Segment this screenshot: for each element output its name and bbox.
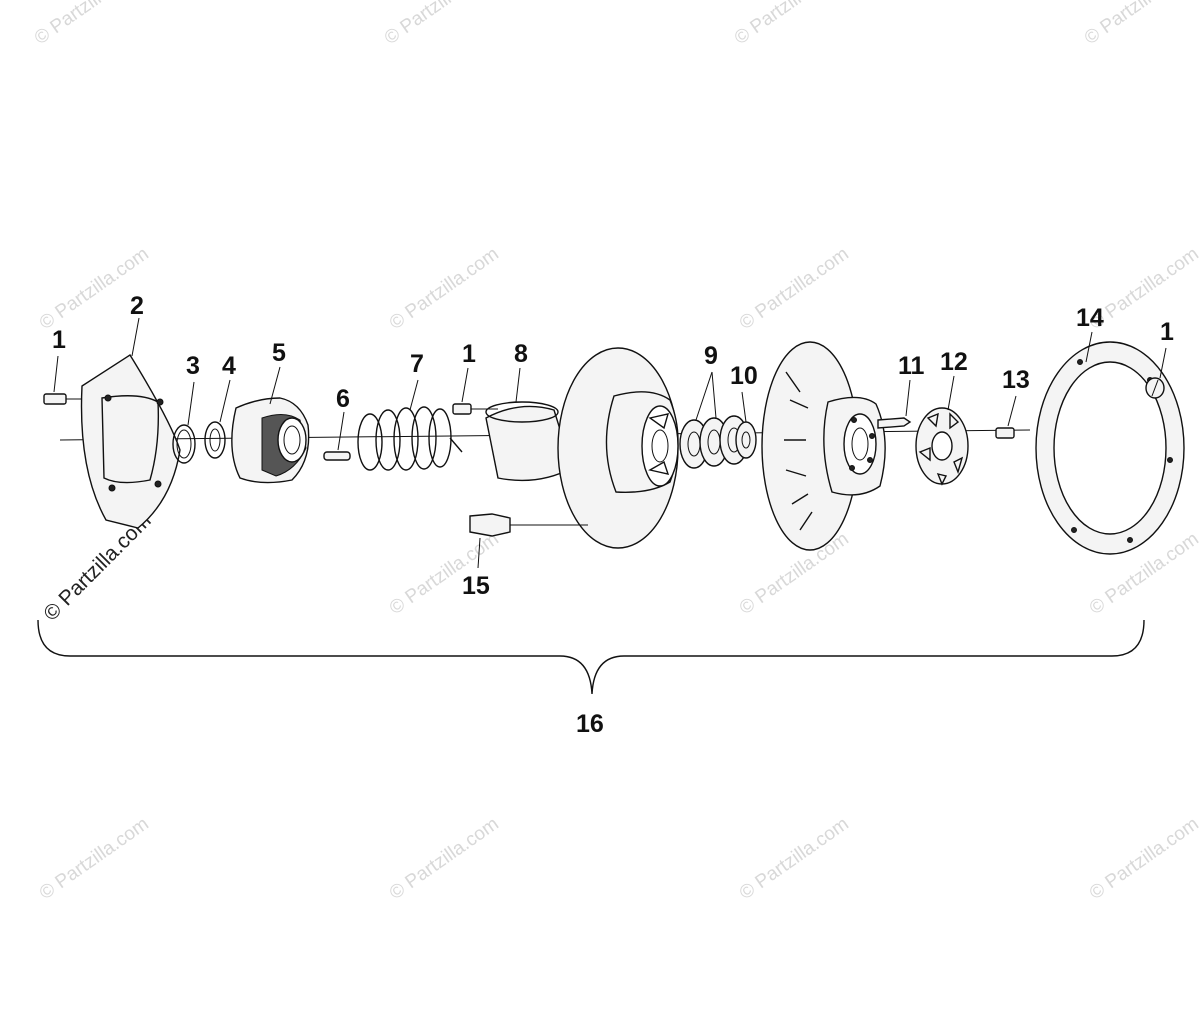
callout-13: 13	[1002, 366, 1030, 394]
callout-12: 12	[940, 348, 968, 376]
part-1-screw-left	[43, 355, 90, 405]
callout-1-right: 1	[1160, 318, 1174, 346]
part-4-washer	[204, 379, 231, 459]
callout-15: 15	[462, 572, 490, 600]
callout-7: 7	[410, 350, 424, 378]
watermark-text: © Partzilla.com	[36, 243, 153, 334]
watermark-text: © Partzilla.com	[36, 813, 153, 904]
part-12-spider-plate	[915, 375, 969, 486]
watermark-text: © Partzilla.com	[1086, 813, 1200, 904]
fixed-sheave	[761, 341, 886, 551]
watermark-text: © Partzilla.com	[381, 0, 498, 49]
part-5-cam	[231, 366, 310, 484]
part-1-screw-middle	[452, 367, 498, 415]
part-15-roller	[469, 513, 588, 569]
watermark-text: © Partzilla.com	[386, 813, 503, 904]
part-13-screw	[995, 395, 1017, 439]
callout-3: 3	[186, 352, 200, 380]
callout-14: 14	[1076, 304, 1104, 332]
callout-5: 5	[272, 339, 286, 367]
callout-16: 16	[576, 710, 604, 738]
watermark-text: © Partzilla.com	[31, 0, 148, 49]
callout-9: 9	[704, 342, 718, 370]
part-11-pin	[877, 379, 912, 429]
callout-1-middle: 1	[462, 340, 476, 368]
watermark-text: © Partzilla.com	[731, 0, 848, 49]
part-10-washer	[735, 391, 757, 459]
callout-10: 10	[730, 362, 758, 390]
part-14-outer-cover	[1035, 331, 1185, 555]
watermark-text: © Partzilla.com	[386, 243, 503, 334]
watermark-text: © Partzilla.com	[1081, 0, 1198, 49]
part-3-snap-ring	[172, 381, 196, 464]
watermark-text: © Partzilla.com	[736, 243, 853, 334]
callout-4: 4	[222, 352, 236, 380]
callout-11: 11	[898, 352, 925, 380]
callout-8: 8	[514, 340, 528, 368]
watermark-text: © Partzilla.com	[736, 813, 853, 904]
part-2-cover-plate	[80, 317, 181, 529]
callout-6: 6	[336, 385, 350, 413]
assembly-brace	[37, 619, 1145, 695]
callout-2: 2	[130, 292, 144, 320]
part-6-pin	[323, 411, 351, 461]
callout-labels: 1 2 3 4 5 6 7 1 8 9 10 11 12 13 14 1 15 …	[52, 292, 1174, 738]
part-7-spring	[357, 379, 463, 471]
moveable-sheave	[557, 347, 679, 549]
callout-1-left: 1	[52, 326, 66, 354]
part-1-screw-right	[1145, 347, 1167, 399]
